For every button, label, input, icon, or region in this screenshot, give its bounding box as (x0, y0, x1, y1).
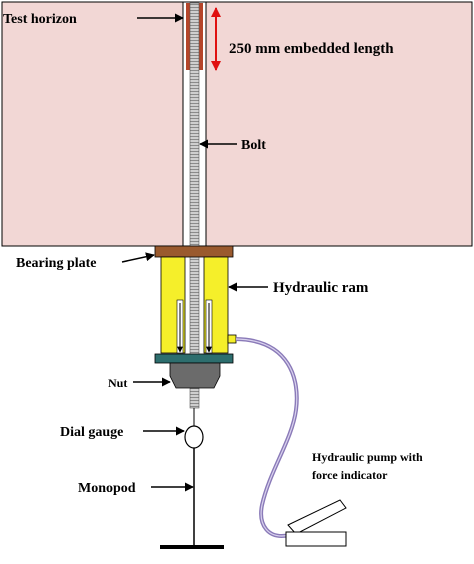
nut-label: Nut (108, 376, 127, 390)
ram-base-ring (154, 353, 234, 364)
monopod-label: Monopod (78, 481, 136, 496)
test-horizon-label: Test horizon (3, 12, 77, 27)
bearing-plate (154, 245, 234, 258)
dial-gauge-label: Dial gauge (60, 425, 123, 440)
hydraulic-ram-right (203, 256, 229, 354)
hydraulic-ram-label: Hydraulic ram (273, 280, 369, 296)
rock-mass (1, 1, 473, 247)
hose-fitting (227, 334, 237, 344)
dial-gauge (184, 425, 204, 449)
bolt-shaft (189, 2, 200, 409)
bolt-label: Bolt (241, 138, 266, 153)
nut (169, 362, 221, 389)
embedded-length-label: 250 mm embedded length (229, 41, 394, 57)
hydraulic-pump (285, 499, 347, 547)
pump-label-line1: Hydraulic pump with (312, 450, 423, 464)
pump-label-line2: force indicator (312, 468, 388, 482)
bearing-plate-pointer (121, 252, 155, 263)
bearing-plate-label: Bearing plate (16, 256, 97, 271)
